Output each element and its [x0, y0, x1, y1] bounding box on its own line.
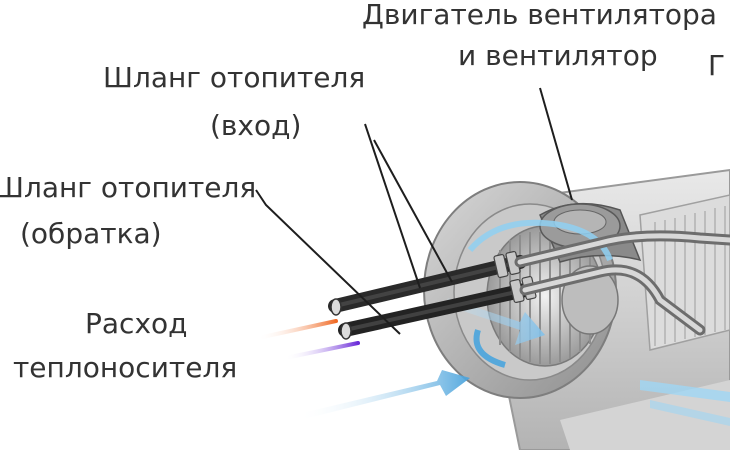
coolant-flow-label-line2: теплоносителя	[13, 351, 238, 384]
leader-lines	[255, 87, 573, 335]
fan-motor-label-line1: Двигатель вентилятора	[362, 0, 717, 31]
coolant-hot-arrow	[256, 319, 338, 340]
heater-hoses	[328, 255, 532, 340]
inlet-hose-label-line2: (вход)	[210, 109, 302, 142]
coolant-cold-arrow	[283, 341, 360, 360]
heater-core-pipes	[514, 230, 730, 336]
return-hose-label-line2: (обратка)	[20, 217, 162, 250]
return-hose-label-line1: Шланг отопителя	[0, 171, 257, 204]
fan-motor-label-line2: и вентилятор	[458, 39, 658, 72]
hose-clamps	[493, 250, 537, 304]
coolant-flow-label-line1: Расход	[85, 307, 188, 340]
inlet-hose-label-line1: Шланг отопителя	[103, 61, 366, 94]
cut-off-label-fragment: Г	[708, 49, 726, 82]
air-flow-arrows	[298, 298, 730, 426]
air-swirl-inner	[473, 329, 506, 368]
